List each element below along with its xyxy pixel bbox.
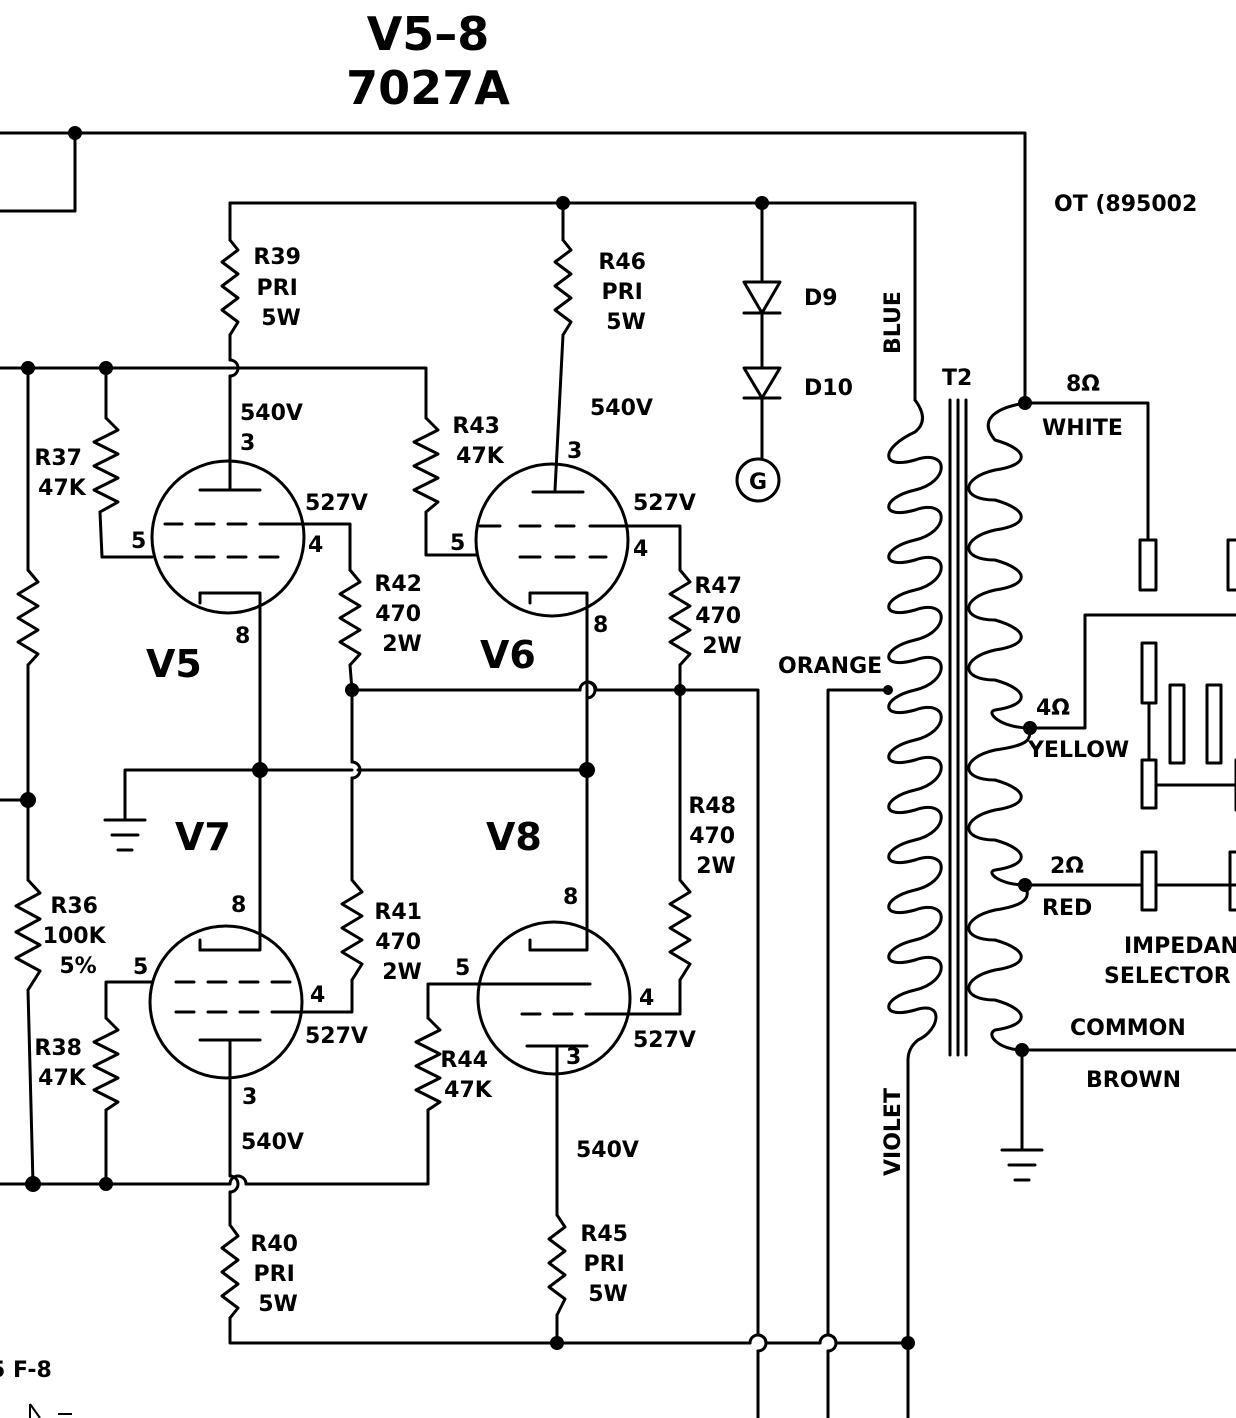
pin-numbers: 3 5 4 8 3 5 4 8 8 5 4 3 8 5 4 3: [131, 431, 654, 1110]
ground-g-label: G: [749, 470, 767, 495]
tube-v7-label: V7: [175, 815, 231, 859]
tube-v8: [476, 920, 632, 1076]
resistor-r46: [553, 238, 573, 337]
v6-pin-8: 8: [593, 613, 608, 638]
v5-pin-3: 3: [240, 431, 255, 456]
tube-v7: [148, 924, 304, 1080]
wire-orange-label: ORANGE: [778, 654, 882, 679]
v7-pin-5: 5: [133, 955, 148, 980]
v8-plate-voltage: 540V: [576, 1138, 639, 1163]
r48-label: R48 470 2W: [688, 794, 743, 879]
v8-pin-8: 8: [563, 885, 578, 910]
tap-white: WHITE: [1042, 416, 1123, 441]
tap-common: COMMON: [1070, 1016, 1186, 1041]
transformer-t2: [887, 398, 1032, 1057]
v6-pin-5: 5: [450, 531, 465, 556]
selector-label-line1: IMPEDAN: [1124, 934, 1236, 959]
resistor-r48: [668, 878, 692, 982]
output-transformer-label: OT (895002: [1054, 192, 1197, 217]
r40-label: R40 PRI 5W: [250, 1232, 305, 1317]
v6-plate-voltage: 540V: [590, 396, 653, 421]
v8-pin-4: 4: [639, 986, 654, 1011]
diode-d10: [742, 366, 782, 400]
r39-label: R39 PRI 5W: [253, 245, 308, 331]
resistor-r36: [14, 878, 42, 992]
secondary-winding: [967, 401, 1032, 1052]
r38-label: R38 47K: [34, 1036, 89, 1091]
voltage-labels: 540V 527V 540V 527V 527V 540V 527V 540V: [240, 396, 696, 1163]
wire-violet-label: VIOLET: [881, 1088, 906, 1176]
r47-label: R47 470 2W: [694, 574, 749, 659]
resistor-r41: [340, 878, 364, 982]
v6-pin-3: 3: [567, 439, 582, 464]
tap-brown: BROWN: [1086, 1068, 1181, 1093]
selector-label-line2: SELECTOR: [1104, 964, 1231, 989]
v5-plate-voltage: 540V: [240, 401, 303, 426]
tap-4-ohm: 4Ω: [1036, 696, 1070, 721]
secondary-tap-labels: 8Ω WHITE 4Ω YELLOW 2Ω RED COMMON BROWN I…: [1027, 372, 1236, 1093]
r42-label: R42 470 2W: [374, 572, 429, 657]
v5-screen-voltage: 527V: [305, 491, 368, 516]
v6-screen-voltage: 527V: [633, 491, 696, 516]
r46-label: R46 PRI 5W: [598, 250, 653, 335]
r37-label: R37 47K: [34, 446, 89, 501]
v8-pin-5: 5: [455, 956, 470, 981]
v5-pin-4: 4: [308, 533, 323, 558]
resistor-r44: [414, 1016, 442, 1112]
v7-pin-3: 3: [242, 1085, 257, 1110]
tube-v6: [474, 462, 630, 618]
title-tube-type: 7027A: [346, 61, 510, 115]
v7-pin-4: 4: [310, 983, 325, 1008]
v5-pin-5: 5: [131, 529, 146, 554]
v6-pin-4: 4: [633, 537, 648, 562]
resistor-r40: [220, 1223, 240, 1320]
r44-label: R44 47K: [440, 1048, 495, 1103]
primary-winding: [887, 398, 943, 1042]
r36-label: R36 100K 5%: [43, 894, 114, 979]
ground-g-terminal: [735, 457, 781, 503]
resistor-r47: [668, 568, 692, 667]
tube-v8-label: V8: [486, 815, 542, 859]
junction-dots: [20, 126, 1037, 1350]
r45-label: R45 PRI 5W: [580, 1222, 635, 1307]
r43-label: R43 47K: [452, 414, 507, 469]
ground-symbol-right: [1000, 1148, 1044, 1182]
resistor-r43: [412, 416, 440, 514]
tube-v5-label: V5: [146, 642, 202, 686]
v7-screen-voltage: 527V: [305, 1024, 368, 1049]
resistor-r38: [92, 1016, 120, 1112]
v8-pin-3: 3: [566, 1045, 581, 1070]
resistor-r42: [338, 568, 362, 667]
transformer-t2-label: T2: [942, 366, 972, 391]
v7-pin-8: 8: [231, 893, 246, 918]
resistor-labels: R39 PRI 5W R46 PRI 5W R37 47K R43 47K R4…: [34, 245, 749, 1317]
resistor-r45: [547, 1213, 567, 1317]
resistors: [14, 238, 692, 1320]
v5-pin-8: 8: [235, 624, 250, 649]
r41-label: R41 470 2W: [374, 900, 429, 985]
resistor-left-upper: [16, 568, 40, 667]
v8-screen-voltage: 527V: [633, 1028, 696, 1053]
title-tube-range: V5–8: [367, 7, 490, 61]
tap-yellow: YELLOW: [1027, 738, 1129, 763]
tap-2-ohm: 2Ω: [1050, 854, 1084, 879]
diode-d9: [742, 280, 782, 315]
impedance-selector-switch: [1138, 538, 1236, 912]
diode-d10-label: D10: [804, 376, 853, 401]
bottom-left-reference: 5 F-8: [0, 1358, 52, 1383]
tube-v5: [150, 459, 306, 615]
resistor-r37: [92, 416, 120, 514]
v7-plate-voltage: 540V: [241, 1130, 304, 1155]
resistor-r39: [220, 238, 240, 337]
bottom-left-partial-symbol: [29, 1403, 41, 1418]
ground-symbol-left: [103, 818, 147, 852]
tap-red: RED: [1042, 896, 1092, 921]
diode-d9-label: D9: [804, 286, 838, 311]
tube-v6-label: V6: [480, 633, 536, 677]
wire-blue-label: BLUE: [881, 291, 906, 354]
tap-8-ohm: 8Ω: [1066, 372, 1100, 397]
